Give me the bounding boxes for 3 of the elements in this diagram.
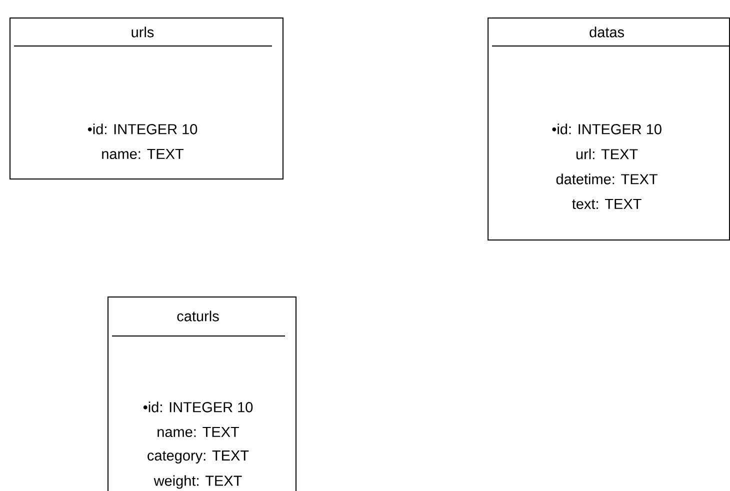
table-box: urls •id: INTEGER 10 name: TEXT <box>10 18 284 180</box>
table-box: caturls •id: INTEGER 10 name: TEXT category: TEXT weight: TEXT <box>108 296 296 491</box>
table-box: datas •id: INTEGER 10 url: TEXT datetime: TEXT text: TEXT <box>488 18 730 240</box>
